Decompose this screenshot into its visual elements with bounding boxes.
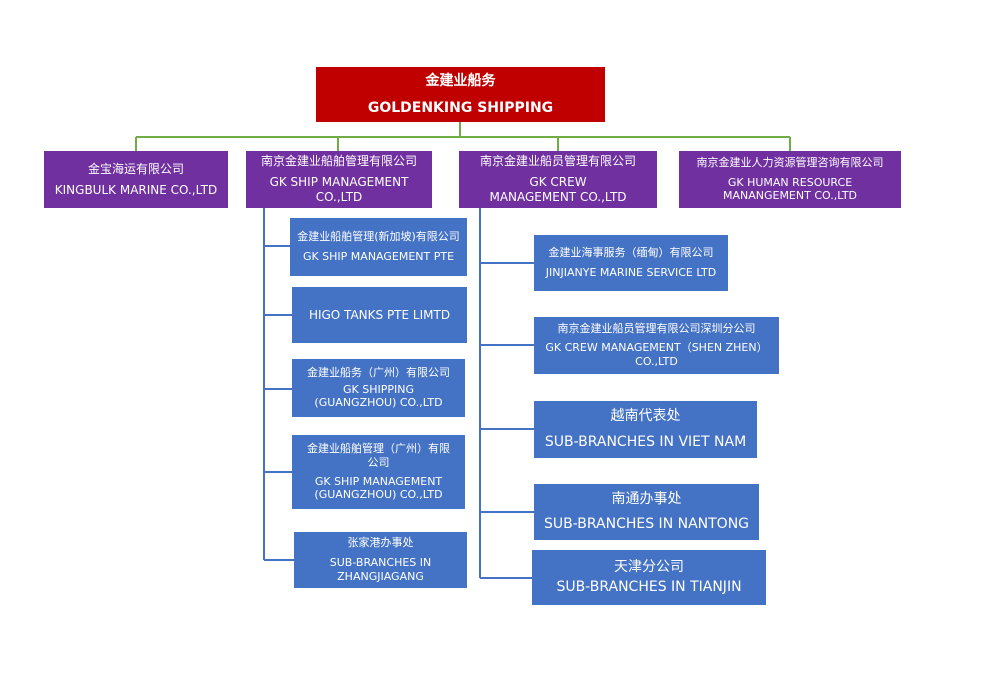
node-name-zh: 南京金建业人力资源管理咨询有限公司 [696,155,884,169]
node-name-en: GK HUMAN RESOURCE MANANGEMENT CO.,LTD [722,175,858,203]
branch-gk-crew-shenzhen: 南京金建业船员管理有限公司深圳分公司 GK CREW MANAGEMENT（SH… [534,317,779,374]
node-name-zh: 南京金建业船舶管理有限公司 [260,154,417,168]
root-node: 金建业船务 GOLDENKING SHIPPING [316,67,605,122]
node-name-en: SUB-BRANCHES IN VIET NAM [544,433,747,450]
node-name-zh: 天津分公司 [614,559,684,575]
node-name-en: SUB-BRANCHES IN TIANJIN [556,578,742,595]
node-name-zh: 张家港办事处 [347,536,414,550]
branch-gk-ship-guangzhou: 金建业船舶管理（广州）有限公司 GK SHIP MANAGEMENT (GUAN… [292,435,465,509]
node-name-en: GK SHIP MANAGEMENT (GUANGZHOU) CO.,LTD [314,474,443,502]
branch-tianjin: 天津分公司 SUB-BRANCHES IN TIANJIN [532,550,766,605]
node-name-zh: 南京金建业船员管理有限公司 [479,154,636,168]
node-name-en: GK SHIPPING (GUANGZHOU) CO.,LTD [314,382,443,410]
root-name-zh: 金建业船务 [425,72,496,89]
node-name-zh: 金建业船舶管理（广州）有限公司 [307,442,450,469]
branch-zhangjiagang: 张家港办事处 SUB-BRANCHES IN ZHANGJIAGANG [294,532,467,588]
node-name-zh: 南京金建业船员管理有限公司深圳分公司 [557,322,756,336]
root-name-en: GOLDENKING SHIPPING [367,99,554,116]
org-node-gk-ship-management: 南京金建业船舶管理有限公司 GK SHIP MANAGEMENT CO.,LTD [246,151,432,208]
node-name-zh: 金建业船舶管理(新加坡)有限公司 [297,230,460,244]
node-name-en: GK SHIP MANAGEMENT CO.,LTD [269,175,409,204]
node-name-zh: 金建业船务（广州）有限公司 [307,365,450,379]
node-name-en: HIGO TANKS PTE LIMTD [308,307,451,322]
node-name-en: GK SHIP MANAGEMENT PTE [302,250,455,263]
branch-gk-shipping-guangzhou: 金建业船务（广州）有限公司 GK SHIPPING (GUANGZHOU) CO… [292,359,465,417]
node-name-zh: 越南代表处 [610,408,681,424]
node-name-zh: 金建业海事服务（缅甸）有限公司 [548,246,714,260]
branch-jinjianye-marine-myanmar: 金建业海事服务（缅甸）有限公司 JINJIANYE MARINE SERVICE… [534,235,728,291]
org-node-kingbulk: 金宝海运有限公司 KINGBULK MARINE CO.,LTD [44,151,228,208]
node-name-en: SUB-BRANCHES IN NANTONG [543,516,750,532]
node-name-zh: 金宝海运有限公司 [87,161,184,176]
node-name-en: GK CREW MANAGEMENT（SHEN ZHEN）CO.,LTD [545,341,768,368]
branch-higo-tanks: HIGO TANKS PTE LIMTD [292,287,467,343]
branch-gk-ship-singapore: 金建业船舶管理(新加坡)有限公司 GK SHIP MANAGEMENT PTE [290,218,467,276]
branch-nantong: 南通办事处 SUB-BRANCHES IN NANTONG [534,484,759,540]
org-node-gk-human-resource: 南京金建业人力资源管理咨询有限公司 GK HUMAN RESOURCE MANA… [679,151,901,208]
node-name-en: KINGBULK MARINE CO.,LTD [54,182,218,197]
node-name-zh: 南通办事处 [611,490,682,507]
branch-viet-nam: 越南代表处 SUB-BRANCHES IN VIET NAM [534,401,757,458]
node-name-en: SUB-BRANCHES IN ZHANGJIAGANG [329,556,432,583]
node-name-en: JINJIANYE MARINE SERVICE LTD [545,266,717,279]
node-name-en: GK CREW MANAGEMENT CO.,LTD [489,175,627,204]
org-node-gk-crew-management: 南京金建业船员管理有限公司 GK CREW MANAGEMENT CO.,LTD [459,151,657,208]
